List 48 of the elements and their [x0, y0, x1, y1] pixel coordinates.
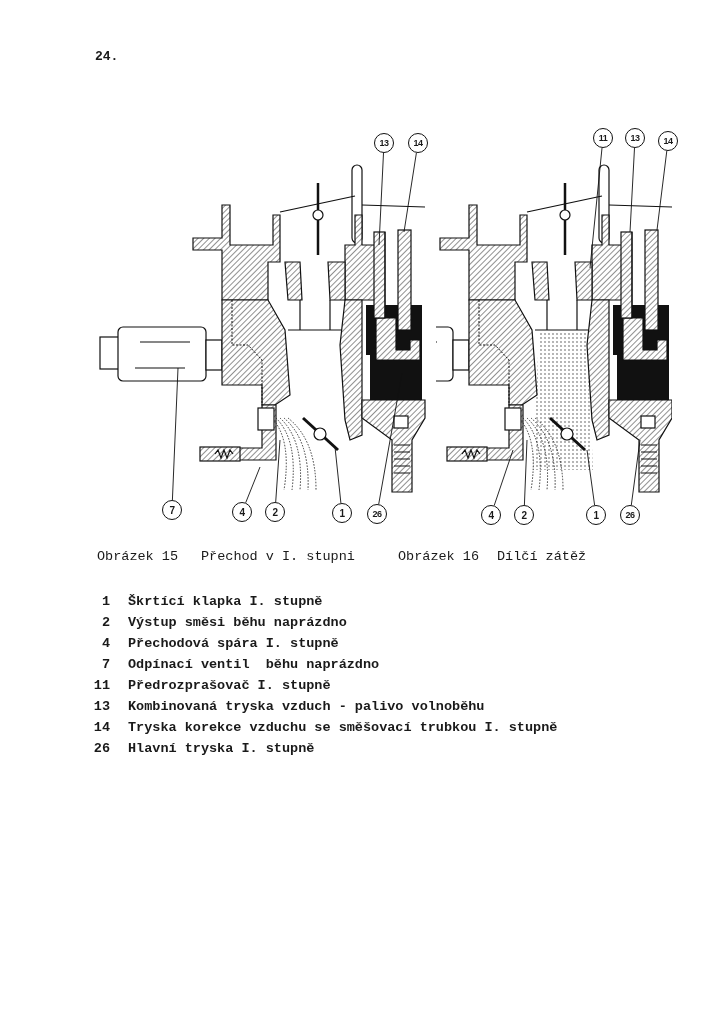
part-name: Tryska korekce vzduchu se směšovací trubkou I. stupně: [128, 720, 558, 735]
callout-number: 2: [265, 502, 285, 522]
part-name: Přechodová spára I. stupně: [128, 636, 339, 651]
leader-line: [523, 439, 528, 506]
part-number: 7: [100, 657, 110, 672]
leader-line: [275, 439, 281, 503]
figure-number: Obrázek 15: [97, 549, 178, 564]
part-number: 13: [92, 699, 110, 714]
callout-number: 14: [408, 133, 428, 153]
callout-number: 1: [586, 505, 606, 525]
part-number: 1: [100, 594, 110, 609]
part-name: Odpínací ventil běhu naprázdno: [128, 657, 380, 672]
leader-line: [334, 446, 342, 504]
part-name: Škrtící klapka I. stupně: [128, 594, 323, 609]
callout-number: 4: [232, 502, 252, 522]
leader-line: [245, 466, 261, 504]
callout-number: 26: [620, 505, 640, 525]
leader-line: [586, 449, 596, 506]
callout-number: 13: [625, 128, 645, 148]
figure-number: Obrázek 16: [398, 549, 479, 564]
leader-line: [378, 152, 384, 246]
callout-number: 4: [481, 505, 501, 525]
part-number: 2: [100, 615, 110, 630]
figure-title: Dílčí zátěž: [497, 549, 587, 564]
callout-number: 13: [374, 133, 394, 153]
part-name: Předrozprašovač I. stupně: [128, 678, 331, 693]
part-number: 4: [100, 636, 110, 651]
part-number: 14: [92, 720, 110, 735]
callout-number: 7: [162, 500, 182, 520]
part-number: 26: [92, 741, 110, 756]
figure-title: Přechod v I. stupni: [201, 549, 355, 564]
leader-line: [171, 367, 179, 501]
leader-line: [403, 152, 417, 233]
leader-line: [630, 439, 641, 506]
part-name: Kombinovaná tryska vzduch - palivo volnoběhu: [128, 699, 485, 714]
callout-number: 2: [514, 505, 534, 525]
part-name: Hlavní tryska I. stupně: [128, 741, 315, 756]
callout-number: 14: [658, 131, 678, 151]
part-number: 11: [92, 678, 110, 693]
part-name: Výstup směsi běhu naprázdno: [128, 615, 347, 630]
leader-line: [493, 449, 514, 506]
page-number: 24.: [95, 49, 119, 64]
callout-number: 26: [367, 504, 387, 524]
callout-number: 1: [332, 503, 352, 523]
leader-line: [589, 147, 603, 269]
leader-line: [629, 147, 635, 233]
leader-line: [656, 150, 668, 231]
callout-number: 11: [593, 128, 613, 148]
